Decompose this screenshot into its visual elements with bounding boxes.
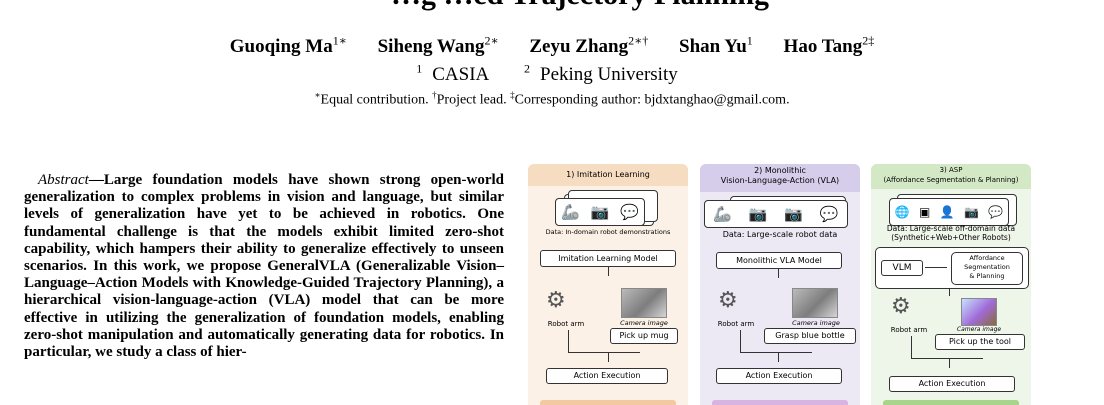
camera-icon: 📷 bbox=[784, 205, 804, 223]
cube-icon: ▣ bbox=[918, 205, 931, 219]
robot-arm-label: Robot arm bbox=[547, 320, 585, 328]
author: Zeyu Zhang2∗† bbox=[529, 34, 649, 58]
camera-label: Camera image bbox=[956, 326, 1002, 333]
action-execution-box: Action Execution bbox=[889, 376, 1015, 392]
arrow bbox=[608, 352, 609, 362]
camera-icon: 📷 bbox=[590, 203, 610, 221]
model-box: Monolithic VLA Model bbox=[716, 252, 842, 269]
data-label: Data: In-domain robot demonstrations bbox=[545, 228, 671, 236]
robot-arm-icon: 🦾 bbox=[713, 205, 733, 223]
model-box: Imitation Learning Model bbox=[540, 250, 676, 267]
data-label: Data: Large-scale robot data bbox=[722, 230, 838, 239]
author: Hao Tang2‡ bbox=[783, 34, 875, 58]
instruction-box: Grasp blue bottle bbox=[764, 328, 856, 344]
author: Guoqing Ma1∗ bbox=[229, 34, 347, 58]
panel-asp: 3) ASP(Affordance Segmentation & Plannin… bbox=[871, 164, 1031, 405]
instruction-box: Pick up mug bbox=[610, 328, 678, 344]
arrow bbox=[568, 330, 569, 352]
arrow bbox=[949, 288, 950, 296]
camera-label: Camera image bbox=[792, 319, 840, 327]
arrow bbox=[778, 268, 779, 278]
camera-icon: 📷 bbox=[964, 205, 979, 219]
camera-image bbox=[621, 288, 667, 318]
robot-arm-icon: ⚙ bbox=[718, 288, 738, 313]
robot-arm-label: Robot arm bbox=[717, 320, 755, 328]
robot-arm-icon: ⚙ bbox=[891, 294, 911, 319]
arrow bbox=[778, 352, 779, 362]
arrow bbox=[740, 352, 812, 353]
author-list: Guoqing Ma1∗ Siheng Wang2∗ Zeyu Zhang2∗†… bbox=[0, 34, 1104, 58]
abstract: Abstract—Large foundation models have sh… bbox=[24, 172, 504, 361]
data-icons: 🦾 📷 📷 💬 bbox=[704, 200, 848, 228]
robot-arm-icon: 🦾 bbox=[561, 203, 580, 221]
arrow bbox=[740, 330, 741, 352]
panel-title: 1) Imitation Learning bbox=[528, 164, 688, 186]
robot-arm-label: Robot arm bbox=[890, 326, 928, 334]
person-icon: 👤 bbox=[939, 205, 955, 219]
data-icons: 🦾 📷 💬 bbox=[555, 198, 645, 226]
arrow bbox=[568, 352, 640, 353]
camera-image bbox=[792, 288, 838, 318]
arrow bbox=[925, 267, 947, 268]
vlm-box: VLM bbox=[881, 260, 923, 276]
contribution-note: ∗Equal contribution. †Project lead. ‡Cor… bbox=[314, 90, 790, 108]
data-icons: 🌐 ▣ 👤 📷 💬 bbox=[889, 198, 1009, 226]
arrow bbox=[608, 266, 609, 276]
globe-icon: 🌐 bbox=[894, 205, 910, 219]
chat-icon: 💬 bbox=[988, 205, 1004, 219]
result-bar bbox=[712, 400, 848, 405]
abstract-label: Abstract bbox=[38, 172, 89, 188]
paradigm-figure: 1) Imitation Learning 🦾 📷 💬 Data: In-dom… bbox=[528, 164, 1032, 405]
arrow bbox=[911, 358, 983, 359]
chat-icon: 💬 bbox=[619, 203, 639, 221]
arrow bbox=[949, 358, 950, 368]
result-bar bbox=[540, 400, 676, 405]
action-execution-box: Action Execution bbox=[546, 368, 668, 384]
arrow bbox=[911, 336, 912, 358]
chat-icon: 💬 bbox=[819, 205, 839, 223]
result-bar bbox=[883, 400, 1019, 405]
instruction-box: Pick up the tool bbox=[935, 334, 1025, 350]
camera-icon: 📷 bbox=[748, 205, 768, 223]
action-execution-box: Action Execution bbox=[716, 368, 842, 384]
data-label: Data: Large-scale off-domain data(Synthe… bbox=[886, 224, 1016, 242]
panel-imitation-learning: 1) Imitation Learning 🦾 📷 💬 Data: In-dom… bbox=[528, 164, 688, 405]
author: Siheng Wang2∗ bbox=[377, 34, 499, 58]
camera-label: Camera image bbox=[620, 319, 668, 327]
robot-arm-icon: ⚙ bbox=[546, 288, 566, 313]
paper-title: …g …ed Trajectory Planning bbox=[230, 0, 930, 11]
panel-title: 3) ASP(Affordance Segmentation & Plannin… bbox=[871, 164, 1031, 189]
abstract-text: —Large foundation models have shown stro… bbox=[24, 172, 504, 361]
author: Shan Yu1 bbox=[679, 34, 753, 58]
camera-image bbox=[961, 298, 997, 326]
